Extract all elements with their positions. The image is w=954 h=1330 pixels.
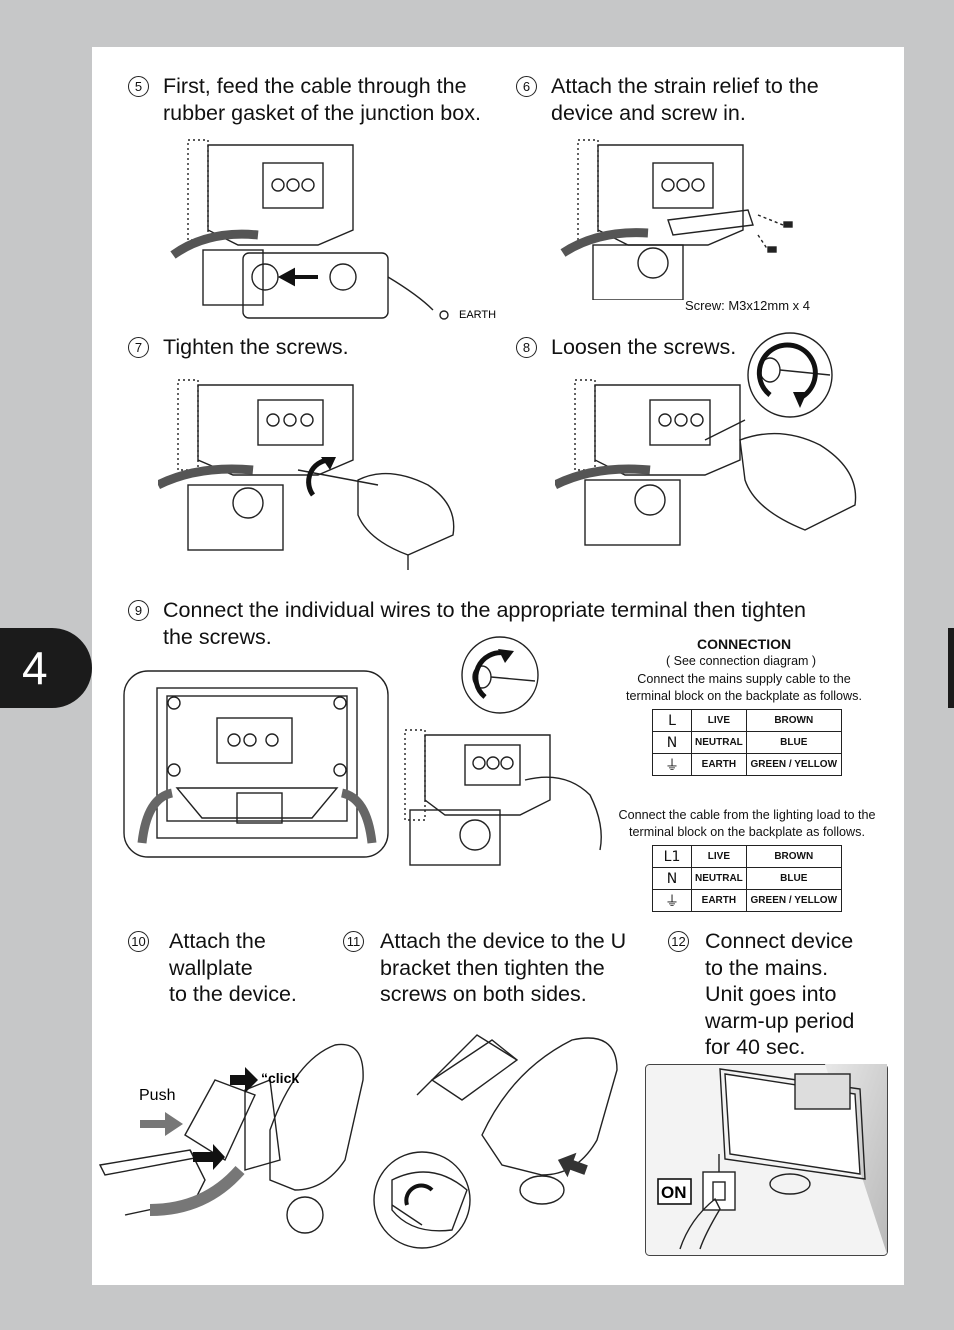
step-9: 9 Connect the individual wires to the ap… xyxy=(128,597,806,650)
strain-relief-illustration xyxy=(560,139,793,300)
table-row: L LIVE BROWN xyxy=(652,709,842,732)
screw-spec-label: Screw: M3x12mm x 4 xyxy=(685,298,810,313)
step-text: Attach the strain relief to the device a… xyxy=(551,74,819,125)
step-text: Attach the wallplate to the device. xyxy=(169,929,297,1006)
mains-note: Connect the mains supply cable to the te… xyxy=(626,672,862,703)
step-number: 10 xyxy=(128,931,149,952)
page-number: 4 xyxy=(22,642,48,694)
wire-function: NEUTRAL xyxy=(691,867,747,890)
load-wire-table: L1 LIVE BROWN N NEUTRAL BLUE ⏚ EARTH GRE… xyxy=(652,845,842,912)
step-7: 7 Tighten the screws. xyxy=(128,334,349,361)
step-11: 11 Attach the device to the U bracket th… xyxy=(343,928,626,1008)
wire-color: GREEN / YELLOW xyxy=(745,753,842,776)
u-bracket-illustration xyxy=(373,1034,618,1249)
step-number: 11 xyxy=(343,931,364,952)
earth-symbol: ⏚ xyxy=(652,889,692,912)
step-6: 6 Attach the strain relief to the device… xyxy=(516,73,819,126)
edge-tab-marker xyxy=(948,628,954,708)
table-row: N NEUTRAL BLUE xyxy=(652,867,842,890)
table-row: N NEUTRAL BLUE xyxy=(652,731,842,754)
step-number: 9 xyxy=(128,600,149,621)
mains-wire-table: L LIVE BROWN N NEUTRAL BLUE ⏚ EARTH GREE… xyxy=(652,709,842,776)
step-10: 10 Attach the wallplate to the device. xyxy=(128,928,297,1008)
connect-wires-illustration xyxy=(404,636,602,866)
step-5: 5 First, feed the cable through the rubb… xyxy=(128,73,481,126)
wire-color: GREEN / YELLOW xyxy=(745,889,842,912)
connection-title: CONNECTION xyxy=(697,636,792,652)
step-text: Connect the individual wires to the appr… xyxy=(163,598,806,649)
push-label: Push xyxy=(139,1087,175,1104)
step-text: Tighten the screws. xyxy=(163,335,349,359)
page-number-tab: 4 xyxy=(0,628,92,708)
step-number: 12 xyxy=(668,931,689,952)
step-number: 5 xyxy=(128,76,149,97)
wire-function: NEUTRAL xyxy=(691,731,747,754)
earth-symbol: ⏚ xyxy=(652,753,692,776)
step-8: 8 Loosen the screws. xyxy=(516,334,736,361)
wire-color: BROWN xyxy=(745,709,842,732)
step-number: 6 xyxy=(516,76,537,97)
tighten-screws-illustration xyxy=(158,379,455,570)
terminal-symbol: N xyxy=(652,867,692,890)
wire-function: EARTH xyxy=(691,889,747,912)
backplate-terminal-illustration xyxy=(123,670,389,858)
wire-function: EARTH xyxy=(691,753,747,776)
wire-color: BLUE xyxy=(745,731,842,754)
terminal-symbol: L1 xyxy=(652,845,692,868)
on-label: ON xyxy=(661,1183,687,1202)
step-number: 7 xyxy=(128,337,149,358)
table-row: L1 LIVE BROWN xyxy=(652,845,842,868)
connection-subtitle: ( See connection diagram ) xyxy=(666,654,817,668)
step-number: 8 xyxy=(516,337,537,358)
table-row: ⏚ EARTH GREEN / YELLOW xyxy=(652,889,842,912)
wire-color: BLUE xyxy=(745,867,842,890)
step-text: Attach the device to the U bracket then … xyxy=(380,929,627,1006)
table-row: ⏚ EARTH GREEN / YELLOW xyxy=(652,753,842,776)
step-12: 12 Connect device to the mains. Unit goe… xyxy=(668,928,854,1061)
wallplate-illustration: Push “click xyxy=(98,1043,364,1234)
wire-function: LIVE xyxy=(691,709,747,732)
earth-label: EARTH xyxy=(459,309,496,321)
click-label: “click xyxy=(261,1070,299,1086)
power-on-illustration: ON xyxy=(645,1064,888,1256)
terminal-symbol: L xyxy=(652,709,692,732)
load-note: Connect the cable from the lighting load… xyxy=(618,808,876,839)
loosen-screws-illustration xyxy=(555,332,857,546)
step-text: First, feed the cable through the rubber… xyxy=(163,74,481,125)
terminal-symbol: N xyxy=(652,731,692,754)
step-text: Connect device to the mains. Unit goes i… xyxy=(705,929,855,1059)
junction-box-gasket-illustration: EARTH xyxy=(170,139,496,321)
wire-function: LIVE xyxy=(691,845,747,868)
step-text: Loosen the screws. xyxy=(551,335,737,359)
wire-color: BROWN xyxy=(745,845,842,868)
